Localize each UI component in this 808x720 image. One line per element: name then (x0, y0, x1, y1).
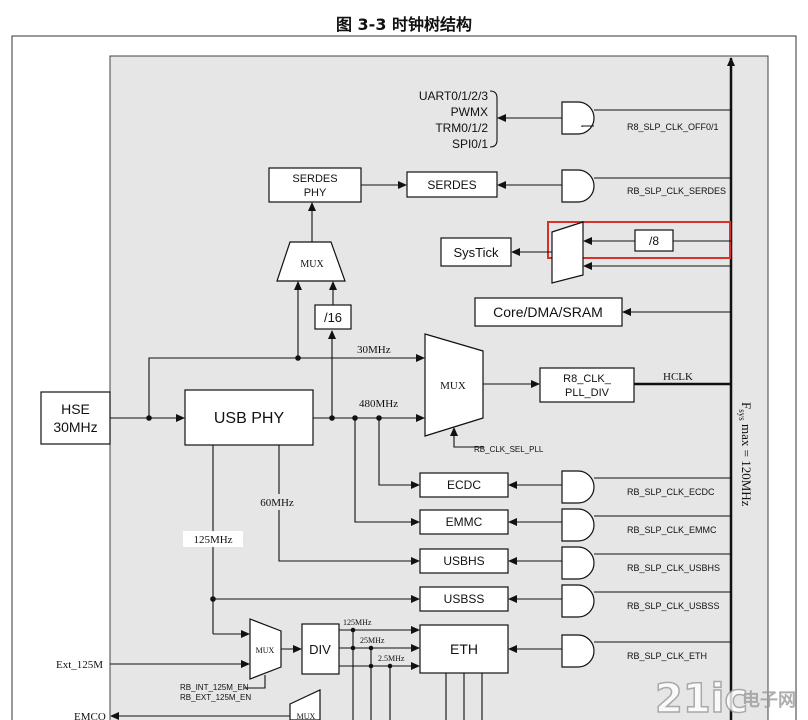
emco-mux (289, 689, 321, 720)
pll-div-block (539, 367, 635, 403)
usbphy-to-usbhs-wire (278, 445, 420, 565)
slp-clk-off0-label: R8_SLP_CLK_OFF0/1 (627, 122, 719, 132)
periph-uart: UART0/1/2/3 (419, 89, 488, 103)
div8-label: /8 (649, 234, 659, 248)
slp-usbhs-label: RB_SLP_CLK_USBHS (627, 563, 720, 573)
serdes-phy-mux (276, 241, 346, 282)
eth-block (419, 624, 509, 674)
slp-usbss-label: RB_SLP_CLK_USBSS (627, 601, 720, 611)
systick-mux (551, 221, 584, 284)
int-125m-en-label: RB_INT_125M_EN (180, 683, 249, 692)
freq-480mhz: 480MHz (359, 398, 398, 410)
hse-box (40, 391, 111, 445)
and-gate-eth (561, 634, 595, 668)
freq-60mhz: 60MHz (260, 497, 294, 509)
watermark-brand: 21ic (655, 676, 748, 720)
fsys-label: Fsys max = 120MHz (737, 402, 754, 507)
and-gate-serdes (561, 169, 595, 203)
serdes-label: SERDES (427, 178, 476, 192)
serdes-block (406, 171, 498, 198)
mux-sel-wire (244, 675, 266, 689)
and-gate-periph (561, 101, 595, 135)
and-gate-usbss (561, 584, 595, 618)
freq-25mhz: 25MHz (360, 636, 385, 645)
serdes-phy-block (268, 167, 362, 203)
usbhs-label: USBHS (443, 554, 484, 568)
emmc-label: EMMC (446, 515, 483, 529)
label-bg (183, 531, 243, 547)
pll-to-emmc-wire (354, 418, 420, 526)
div16-box (314, 304, 352, 330)
emco-mux-label: MUX (297, 712, 316, 720)
main-mux-label: MUX (440, 380, 466, 392)
watermark-site: 电子网 (742, 689, 796, 711)
figure-title: 图 3-3 时钟树结构 (335, 15, 473, 34)
gate-enable (581, 125, 594, 127)
hclk-label: HCLK (663, 371, 693, 383)
freq-30mhz: 30MHz (357, 344, 391, 356)
periph-trm: TRM0/1/2 (435, 121, 488, 135)
pll-to-ecdc-wire (378, 418, 420, 489)
div16-label: /16 (324, 310, 342, 325)
periph-pwmx: PWMX (451, 105, 488, 119)
sel-pll-wire (450, 427, 484, 448)
and-gate-usbhs (561, 546, 595, 580)
freq-2-5mhz: 2.5MHz (378, 654, 405, 663)
core-dma-sram-label: Core/DMA/SRAM (493, 304, 603, 320)
systick-highlight (547, 221, 731, 259)
pll-div-label-2: PLL_DIV (565, 387, 610, 399)
and-gate-emmc (561, 508, 595, 542)
serdes-phy-label-2: PHY (304, 187, 327, 199)
usb-phy-label: USB PHY (214, 410, 285, 427)
usbhs-block (419, 548, 509, 574)
watermark: 21ic 电子网 (654, 675, 796, 720)
emco-label: EMCO (74, 711, 106, 720)
slp-eth-label: RB_SLP_CLK_ETH (627, 651, 707, 661)
systick-label: SysTick (453, 245, 499, 260)
sel-pll-label: RB_CLK_SEL_PLL (474, 445, 544, 454)
slp-clk-serdes-label: RB_SLP_CLK_SERDES (627, 186, 726, 196)
div-label: DIV (309, 642, 331, 657)
hse-label: HSE (61, 401, 90, 417)
and-gate-ecdc (561, 470, 595, 504)
emmc-block (419, 509, 509, 535)
div-block (301, 623, 340, 675)
freq-125mhz-eth: 125MHz (343, 618, 372, 627)
hse-freq: 30MHz (53, 419, 97, 435)
systick-block (440, 237, 512, 267)
ecdc-label: ECDC (447, 478, 481, 492)
main-mux (424, 333, 484, 437)
core-dma-sram-block (474, 297, 623, 327)
pll-div-label-1: R8_CLK_ (563, 373, 612, 385)
eth-clk-mux (249, 618, 282, 680)
slp-emmc-label: RB_SLP_CLK_EMMC (627, 525, 717, 535)
usbss-label: USBSS (444, 592, 485, 606)
label-bg (253, 494, 301, 510)
periph-spi: SPI0/1 (452, 137, 488, 151)
ext-125m-en-label: RB_EXT_125M_EN (180, 693, 251, 702)
mux-label: MUX (300, 259, 324, 270)
ecdc-block (419, 472, 509, 498)
serdes-phy-label-1: SERDES (292, 173, 337, 185)
slp-ecdc-label: RB_SLP_CLK_ECDC (627, 487, 715, 497)
eth-mux-label: MUX (256, 646, 275, 655)
freq-125mhz: 125MHz (193, 534, 232, 546)
eth-label: ETH (450, 641, 478, 657)
ext-125m-label: Ext_125M (56, 659, 103, 671)
